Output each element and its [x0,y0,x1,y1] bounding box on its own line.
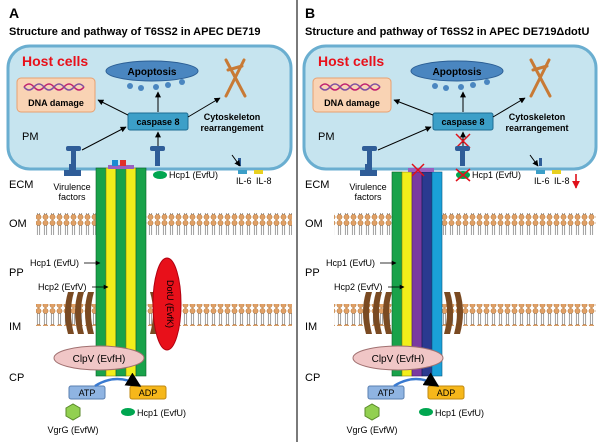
adp-label: ADP [437,388,456,398]
hcp1-bottom-icon [121,408,135,416]
clpv-label: ClpV (EvfH) [73,354,126,365]
om-label: OM [9,218,27,230]
il6-icon [536,170,545,174]
atp-adp-arrow [393,372,440,388]
panel-letter: B [305,5,315,21]
host-cell [6,44,293,171]
il8-icon [552,170,561,174]
host-cell [302,44,598,171]
cp-label: CP [9,372,24,384]
hcp1-secreted-icon [153,171,167,179]
vgrg-icon [364,403,380,421]
clpv-shape [53,345,145,371]
receptor-mid [455,146,470,166]
cytoskeleton-icon [529,58,552,98]
atp-box [68,385,106,400]
om-label: OM [305,218,323,230]
panel-letter: A [9,5,19,21]
dna-damage-label: DNA damage [28,98,84,108]
panel-title: Structure and pathway of T6SS2 in APEC D… [305,26,589,38]
virulence-factors-icon [64,164,81,176]
adp-box [427,385,465,400]
apoptosis-label: Apoptosis [128,67,177,78]
hcp1-top-label: Hcp1 (EvfU) [169,170,218,180]
cp-label: CP [305,372,320,384]
clpv-label: ClpV (EvfH) [372,354,425,365]
blocked-x-icon [455,133,471,149]
outer-membrane [334,213,596,235]
apoptosis-shape [410,60,504,82]
outer-membrane [36,213,292,235]
vgrg-label: VgrG (EvfW) [347,425,398,435]
im-helices [363,292,463,334]
dna-damage-label: DNA damage [324,98,380,108]
hcp2-label: Hcp2 (EvfV) [334,282,383,292]
blocked-x-icon [411,163,425,177]
atp-adp-arrow [94,372,142,388]
hcp1-bottom-icon [419,408,433,416]
dna-damage-box [312,77,392,113]
vgrg-label: VgrG (EvfW) [48,425,99,435]
caspase-label: caspase 8 [441,117,484,127]
panel-b: B Structure and pathway of T6SS2 in APEC… [302,5,598,435]
receptor-left [66,146,81,166]
pm-label: PM [22,131,39,143]
hcp1-bottom-label: Hcp1 (EvfU) [137,408,186,418]
panel-a: A Structure and pathway of T6SS2 in APEC… [6,5,293,435]
caspase-box [127,112,189,131]
il6-label: IL-6 [534,176,550,186]
virulence-label-2: factors [58,192,86,202]
dotu-label: DotU (EvfK) [165,280,175,328]
panel-title: Structure and pathway of T6SS2 in APEC D… [9,26,260,38]
caspase-label: caspase 8 [136,117,179,127]
blocked-x-icon [455,168,471,182]
vgrg-icon [65,403,81,421]
cytoskeleton-label-1: Cytoskeleton [509,112,566,122]
pp-label: PP [9,267,24,279]
hcp2-label: Hcp2 (EvfV) [38,282,87,292]
apoptosis-label: Apoptosis [433,67,482,78]
pp-label: PP [305,267,320,279]
atp-label: ATP [378,388,395,398]
atp-box [367,385,405,400]
hcp1-label: Hcp1 (EvfU) [30,258,79,268]
hcp1-bottom-label: Hcp1 (EvfU) [435,408,484,418]
t6ss-tube [95,160,147,377]
virulence-label-2: factors [354,192,382,202]
host-cells-label: Host cells [22,53,88,69]
virulence-factors-icon [360,164,377,176]
atp-label: ATP [79,388,96,398]
im-label: IM [305,321,317,333]
dna-damage-box [16,77,96,113]
receptor-left [362,146,377,166]
hcp1-top-label: Hcp1 (EvfU) [472,170,521,180]
caspase-box [432,112,494,131]
il8-icon [254,170,263,174]
adp-label: ADP [139,388,158,398]
il6-label: IL-6 [236,176,252,186]
cytoskeleton-label-1: Cytoskeleton [204,112,261,122]
adp-box [129,385,167,400]
il6-icon [238,170,247,174]
dotu-shape [152,257,182,351]
ecm-label: ECM [305,179,329,191]
host-cells-label: Host cells [318,53,384,69]
cytoskeleton-label-2: rearrangement [505,123,568,133]
pm-label: PM [318,131,335,143]
cytoskeleton-label-2: rearrangement [200,123,263,133]
ecm-label: ECM [9,179,33,191]
virulence-label-1: Virulence [349,182,386,192]
il8-label: IL-8 [554,176,570,186]
apoptosis-shape [105,60,199,82]
cytoskeleton-icon [224,58,247,98]
hcp1-label: Hcp1 (EvfU) [326,258,375,268]
t6ss-tube [391,168,443,377]
clpv-shape [352,345,444,371]
im-label: IM [9,321,21,333]
il8-label: IL-8 [256,176,272,186]
receptor-mid [150,146,165,166]
virulence-label-1: Virulence [53,182,90,192]
